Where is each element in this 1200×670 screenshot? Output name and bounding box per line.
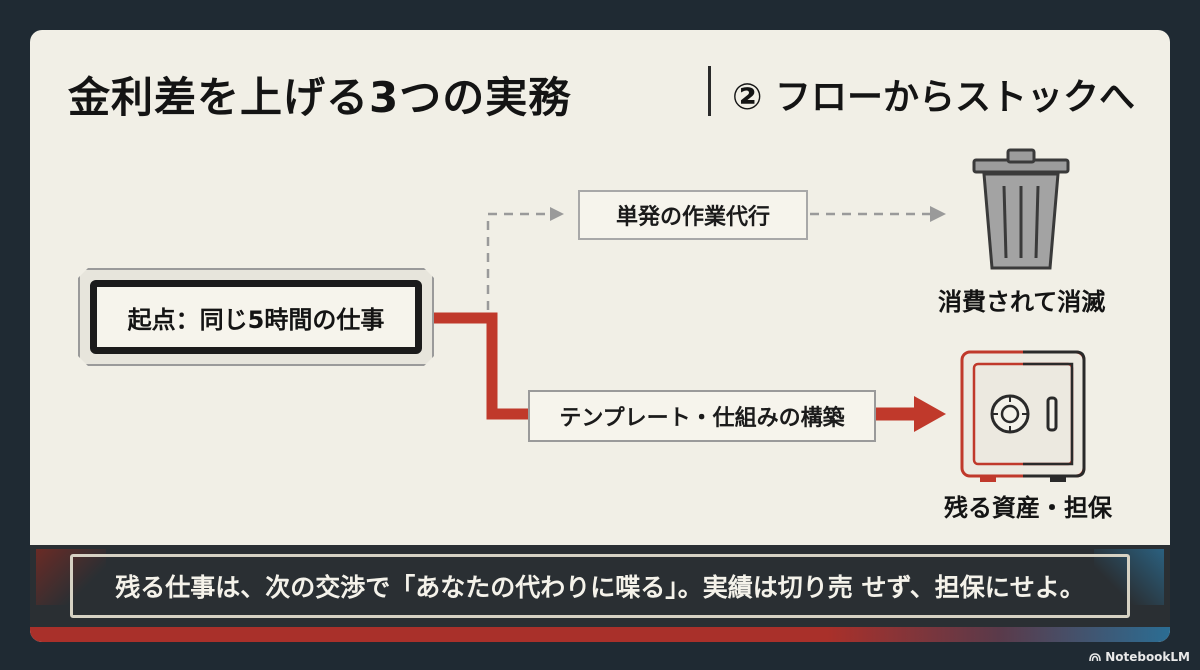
start-node: 起点：同じ5時間の仕事 (90, 280, 422, 354)
dashed-arrowhead-top-box (550, 207, 564, 221)
safe-icon (960, 350, 1086, 482)
trash-can-icon (972, 148, 1070, 270)
slide-card: 金利差を上げる3つの実務 ② フローからストックへ (30, 30, 1170, 642)
slide-subtitle: ② フローからストックへ (732, 77, 1136, 118)
flow-diagram (434, 148, 1086, 482)
template-system-box: テンプレート・仕組みの構築 (528, 390, 876, 442)
safe-result-label: 残る資産・担保 (944, 494, 1112, 522)
title-separator (708, 66, 711, 116)
summary-banner-text: 残る仕事は、次の交渉で「あなたの代わりに喋る」。実績は切り売 せず、担保にせよ。 (70, 554, 1130, 618)
dashed-arrowhead-trash (930, 206, 946, 222)
trash-result-label: 消費されて消滅 (938, 288, 1106, 316)
summary-banner: 残る仕事は、次の交渉で「あなたの代わりに喋る」。実績は切り売 せず、担保にせよ。 (30, 545, 1170, 627)
one-off-task-box: 単発の作業代行 (578, 190, 808, 240)
notebooklm-badge: NotebookLM (1089, 650, 1190, 664)
red-connector-to-bottom-box (434, 312, 530, 420)
notebooklm-badge-text: NotebookLM (1105, 650, 1190, 664)
notebooklm-logo-icon (1089, 653, 1101, 662)
slide-title: 金利差を上げる3つの実務 (68, 73, 572, 122)
accent-bottom-bar (30, 627, 1170, 642)
dashed-connector-to-top-box (486, 212, 550, 310)
red-arrowhead-safe (914, 396, 946, 432)
